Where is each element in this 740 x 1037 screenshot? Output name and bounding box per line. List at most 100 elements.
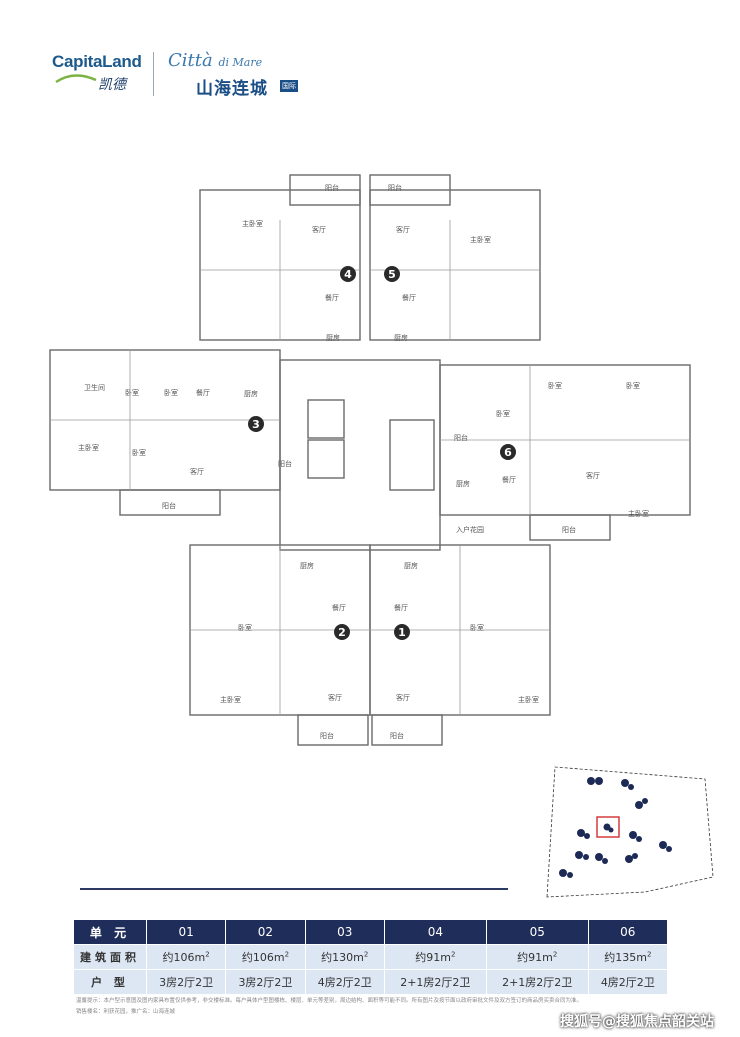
core-outline <box>279 359 441 551</box>
table-row-type: 户 型 3房2厅2卫 3房2厅2卫 4房2厅2卫 2+1房2厅2卫 2+1房2厅… <box>74 969 669 995</box>
type-cell: 2+1房2厅2卫 <box>486 969 589 995</box>
label-living-5: 客厅 <box>396 225 410 234</box>
unit-cell: 06 <box>588 920 669 945</box>
label-bedroom-6a: 卧室 <box>496 409 510 418</box>
area-cell: 约130m2 <box>305 944 385 970</box>
label-bedroom-6b: 卧室 <box>548 381 562 390</box>
area-value: 约106m <box>162 951 206 964</box>
separator-rule <box>80 888 508 890</box>
label-bedroom-6c: 卧室 <box>626 381 640 390</box>
label-living-1: 客厅 <box>396 693 410 702</box>
unit-6-balcony-outline <box>529 514 611 541</box>
area-unit-sup: 2 <box>284 950 290 959</box>
label-bedroom-2: 卧室 <box>238 623 252 632</box>
label-dining-1: 餐厅 <box>394 603 408 612</box>
label-master-4: 主卧室 <box>242 219 263 228</box>
label-bath-3: 卫生间 <box>84 383 105 392</box>
label-balcony-1: 阳台 <box>390 731 404 740</box>
label-kitchen-5: 厨房 <box>394 333 408 342</box>
label-balcony-6: 阳台 <box>454 433 468 442</box>
area-unit-sup: 2 <box>363 950 369 959</box>
watermark: 搜狐号@搜狐焦点韶关站 <box>560 1014 714 1030</box>
type-cell: 2+1房2厅2卫 <box>384 969 487 995</box>
label-kitchen-4: 厨房 <box>326 333 340 342</box>
unit-cell: 01 <box>146 920 227 945</box>
citta-logo: Città di Mare <box>168 50 262 71</box>
label-living-6: 客厅 <box>586 471 600 480</box>
label-dining-5: 餐厅 <box>402 293 416 302</box>
label-dining-6: 餐厅 <box>502 475 516 484</box>
table-row-area: 建筑面积 约106m2 约106m2 约130m2 约91m2 约91m2 约1… <box>74 944 669 970</box>
unit-badge-6: 6 <box>504 446 512 459</box>
area-value: 约91m <box>415 951 451 964</box>
unit-badge-4: 4 <box>344 268 352 281</box>
unit-badge-1: 1 <box>398 626 406 639</box>
stairwell <box>389 419 435 491</box>
label-balcony-3: 阳台 <box>162 501 176 510</box>
area-unit-sup: 2 <box>646 950 652 959</box>
floor-plan: 阳台 阳台 客厅 客厅 主卧室 主卧室 餐厅 餐厅 厨房 厨房 卫生间 主卧室 … <box>49 174 691 746</box>
label-balcony-5: 阳台 <box>388 183 402 192</box>
label-kitchen-3: 厨房 <box>244 389 258 398</box>
disclaimer-line-1: 温馨提示：本户型示意图及图内家具布置仅供参考，非交楼标准。每户具体户型图楼栋、楼… <box>76 998 583 1004</box>
label-balcony-4: 阳台 <box>325 183 339 192</box>
capitaland-swoosh-icon <box>55 74 97 84</box>
capitaland-cn-logo: 凯德 <box>98 77 126 93</box>
label-master-3: 主卧室 <box>78 443 99 452</box>
unit-spec-table: 单 元 01 02 03 04 05 06 建筑面积 约106m2 约106m2… <box>74 920 669 995</box>
label-entry-garden: 入户花园 <box>456 525 484 534</box>
label-kitchen-1: 厨房 <box>404 561 418 570</box>
area-unit-sup: 2 <box>205 950 210 959</box>
citta-logo-sub: di Mare <box>218 56 263 69</box>
capitaland-logo: CapitaLand <box>52 52 142 71</box>
label-balcony-2: 阳台 <box>320 731 334 740</box>
unit-cell: 05 <box>486 920 589 945</box>
disclaimer-line-2: 销售楼名：利获花园，推广名：山海连城 <box>76 1009 176 1015</box>
type-cell: 3房2厅2卫 <box>225 969 306 995</box>
unit-badge-2: 2 <box>338 626 346 639</box>
label-kitchen-6: 厨房 <box>456 479 470 488</box>
unit-2-balcony-outline <box>297 714 369 746</box>
project-name-cn: 山海连城 <box>196 79 268 99</box>
type-cell: 4房2厅2卫 <box>305 969 385 995</box>
label-master-2: 主卧室 <box>220 695 241 704</box>
area-cell: 约106m2 <box>146 944 227 970</box>
area-value: 约130m <box>321 951 364 964</box>
project-tag: 国际 <box>280 80 298 92</box>
table-header-row: 单 元 01 02 03 04 05 06 <box>74 920 669 945</box>
area-cell: 约106m2 <box>225 944 306 970</box>
unit-3-balcony-outline <box>119 489 221 516</box>
unit-cell: 03 <box>305 920 385 945</box>
label-master-1: 主卧室 <box>518 695 539 704</box>
area-value: 约106m <box>241 951 285 964</box>
area-cell: 约135m2 <box>588 944 669 970</box>
area-unit-sup: 2 <box>450 950 456 959</box>
label-living-2: 客厅 <box>328 693 342 702</box>
type-cell: 3房2厅2卫 <box>146 969 227 995</box>
label-master-6: 主卧室 <box>628 509 649 518</box>
elevator-2 <box>307 439 345 479</box>
type-cell: 4房2厅2卫 <box>588 969 669 995</box>
unit-4-balcony-outline <box>289 174 361 206</box>
elevator-1 <box>307 399 345 439</box>
label-bedroom-3a: 卧室 <box>125 388 139 397</box>
row-area-label: 建筑面积 <box>74 944 147 970</box>
label-living-4: 客厅 <box>312 225 326 234</box>
unit-5-outline <box>369 189 541 341</box>
label-living-3: 客厅 <box>190 467 204 476</box>
unit-cell: 02 <box>225 920 306 945</box>
label-dining-2: 餐厅 <box>332 603 346 612</box>
unit-1-balcony-outline <box>371 714 443 746</box>
label-balcony-3b: 阳台 <box>278 459 292 468</box>
label-kitchen-2: 厨房 <box>300 561 314 570</box>
area-unit-sup: 2 <box>552 950 558 959</box>
label-balcony-6b: 阳台 <box>562 525 576 534</box>
unit-cell: 04 <box>384 920 487 945</box>
area-cell: 约91m2 <box>486 944 589 970</box>
unit-5-balcony-outline <box>369 174 451 206</box>
unit-badge-5: 5 <box>388 268 396 281</box>
citta-logo-main: Città <box>168 50 213 71</box>
label-dining-4: 餐厅 <box>325 293 339 302</box>
site-map: N <box>546 766 714 898</box>
area-cell: 约91m2 <box>384 944 487 970</box>
